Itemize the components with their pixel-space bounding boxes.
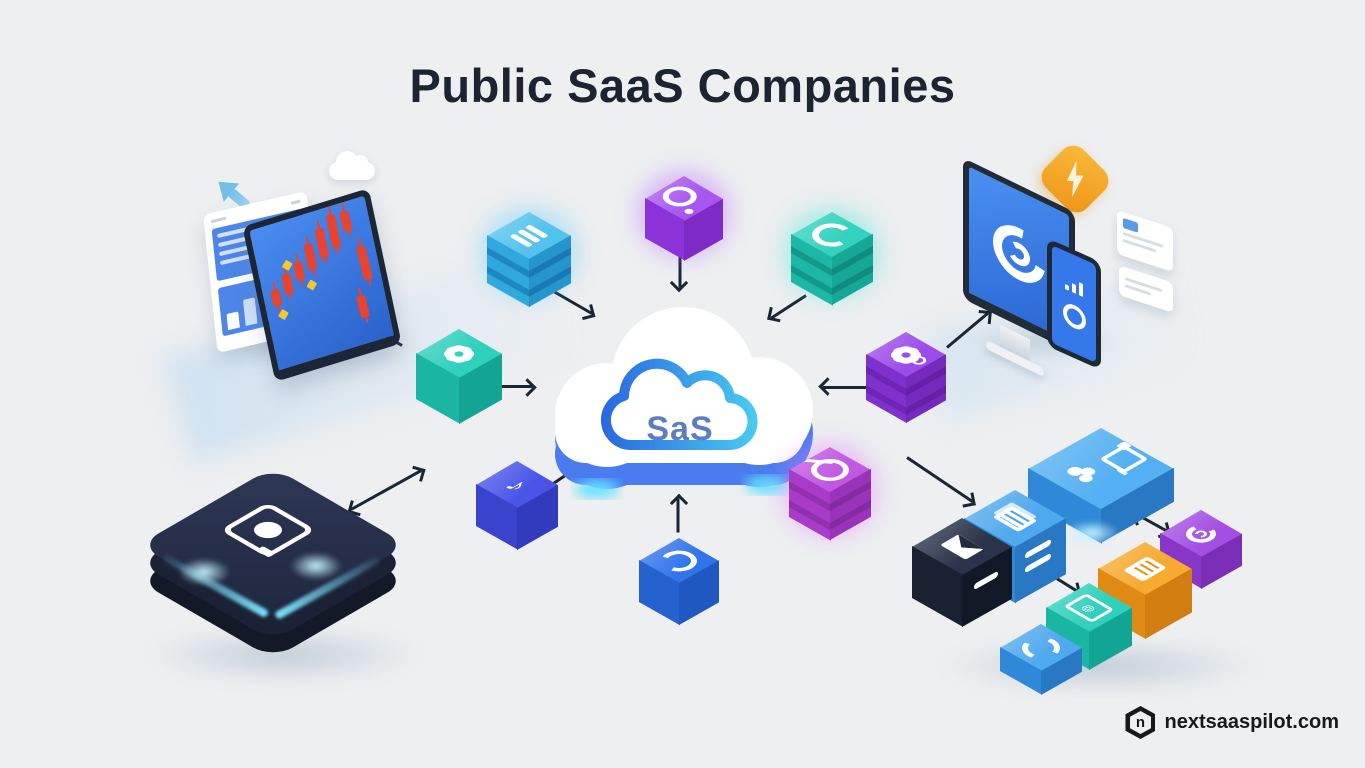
app-cube-purple [645, 176, 723, 261]
database-stack-lightblue [487, 212, 571, 308]
arrow-violet-to-cloud [823, 386, 866, 389]
glow-dot [1064, 520, 1120, 546]
tablet-icon: @ [1063, 593, 1115, 623]
signal-bars-icon [1065, 276, 1083, 298]
brand-url: nextsaaspilot.com [1164, 711, 1339, 733]
stack-icon [509, 224, 549, 248]
tablet-box-teal: @ [1046, 583, 1132, 670]
pinwheel-icon [439, 343, 479, 366]
at-sign: @ [1079, 602, 1099, 614]
notification-card [1119, 265, 1173, 313]
window-icon [1099, 444, 1150, 474]
glow-dot [290, 552, 342, 580]
candle [281, 272, 295, 296]
front-slot [974, 570, 998, 591]
documents-box-blue [964, 490, 1066, 604]
candle [270, 288, 283, 308]
blob-icon [1064, 462, 1102, 484]
candle [303, 243, 318, 272]
glow-right [745, 476, 789, 494]
candle [356, 245, 373, 281]
app-cube-teal [416, 329, 502, 424]
mail-box-navy [912, 518, 1012, 627]
dark-ledger-platform [138, 466, 408, 678]
candle [355, 294, 371, 319]
glow-dot [178, 558, 230, 586]
apps-platform-skyblue [1028, 428, 1174, 546]
lightning-icon [1061, 160, 1089, 198]
database-stack-teal [791, 212, 873, 306]
brand-letter: n [1129, 711, 1151, 734]
page-box-orange [1098, 542, 1192, 640]
page-icon [1123, 556, 1167, 582]
cloud-label: SaS [646, 410, 713, 448]
sync-swirl-icon [982, 215, 1056, 292]
envelope-icon [940, 534, 984, 560]
saas-cloud-platform: SaS [555, 307, 813, 498]
cloud-icon [329, 151, 375, 180]
candle [314, 227, 330, 260]
sync-tile-blue [1000, 624, 1082, 695]
target-ring-icon [1062, 299, 1086, 334]
candle [339, 210, 353, 232]
music-note-icon: ♪ [498, 474, 536, 496]
app-cube-blue [639, 538, 719, 626]
candle [292, 260, 306, 282]
database-stack-violet [866, 332, 946, 424]
swirl-tile-purple [1160, 510, 1242, 589]
brand-hexagon-icon: n [1125, 706, 1156, 739]
page-title: Public SaaS Companies [409, 59, 956, 112]
cloud-outline-logo [600, 358, 758, 450]
card-image-chip [1123, 217, 1138, 233]
petal-dot-icon [886, 344, 930, 367]
notification-card [1117, 209, 1173, 273]
arrow-tealcube-to-cloud [491, 385, 532, 388]
watermark: n nextsaaspilot.com [1125, 706, 1339, 739]
database-stack-magenta [789, 447, 871, 541]
glow-left [575, 480, 619, 498]
cloud-top-white [555, 307, 813, 467]
logo-ellipse [248, 518, 288, 542]
marker-diamond [306, 279, 318, 291]
app-cube-indigo: ♪ [476, 461, 558, 550]
